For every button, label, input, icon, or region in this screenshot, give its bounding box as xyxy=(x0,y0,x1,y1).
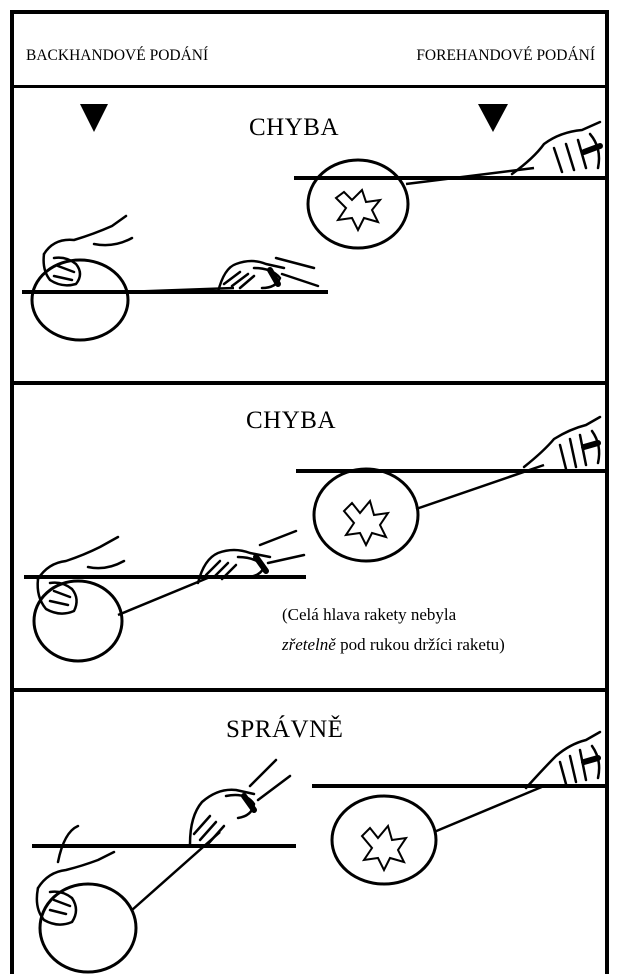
note-line-2: zřetelně pod rukou držíci raketu) xyxy=(282,630,505,660)
explanatory-note: (Celá hlava rakety nebyla zřetelně pod r… xyxy=(282,600,505,660)
backhand-serve-label: BACKHANDOVÉ PODÁNÍ xyxy=(26,47,208,65)
racket-head xyxy=(40,884,136,972)
racket-head xyxy=(308,160,408,248)
racket-shaft xyxy=(118,577,210,615)
panel-fault-1: CHYBA xyxy=(14,88,605,385)
panel-illustration xyxy=(14,692,605,978)
diagram-frame: BACKHANDOVÉ PODÁNÍ FOREHANDOVÉ PODÁNÍ CH… xyxy=(10,10,609,974)
hand-icon xyxy=(512,122,600,174)
backhand-arrow-icon xyxy=(80,104,108,132)
header-row: BACKHANDOVÉ PODÁNÍ FOREHANDOVÉ PODÁNÍ xyxy=(14,14,605,88)
forehand-arrow-icon xyxy=(478,104,508,132)
hand-icon xyxy=(524,417,600,469)
shuttlecock-base-icon xyxy=(362,826,406,870)
forehand-serve-label: FOREHANDOVÉ PODÁNÍ xyxy=(416,47,595,65)
shuttlecock-base-icon xyxy=(344,501,388,545)
panel-illustration xyxy=(14,88,605,385)
panel-correct: SPRÁVNĚ xyxy=(14,692,605,978)
hand-icon xyxy=(37,826,114,925)
note-emphasis: zřetelně xyxy=(282,635,336,654)
note-line-1: (Celá hlava rakety nebyla xyxy=(282,600,505,630)
hand-icon xyxy=(190,760,290,844)
shuttlecock-base-icon xyxy=(336,190,380,230)
racket-head xyxy=(34,581,122,661)
panel-fault-2: CHYBA xyxy=(14,385,605,692)
hand-icon xyxy=(526,732,600,788)
note-line-2-rest: pod rukou držíci raketu) xyxy=(336,635,505,654)
racket-shaft xyxy=(434,786,544,832)
